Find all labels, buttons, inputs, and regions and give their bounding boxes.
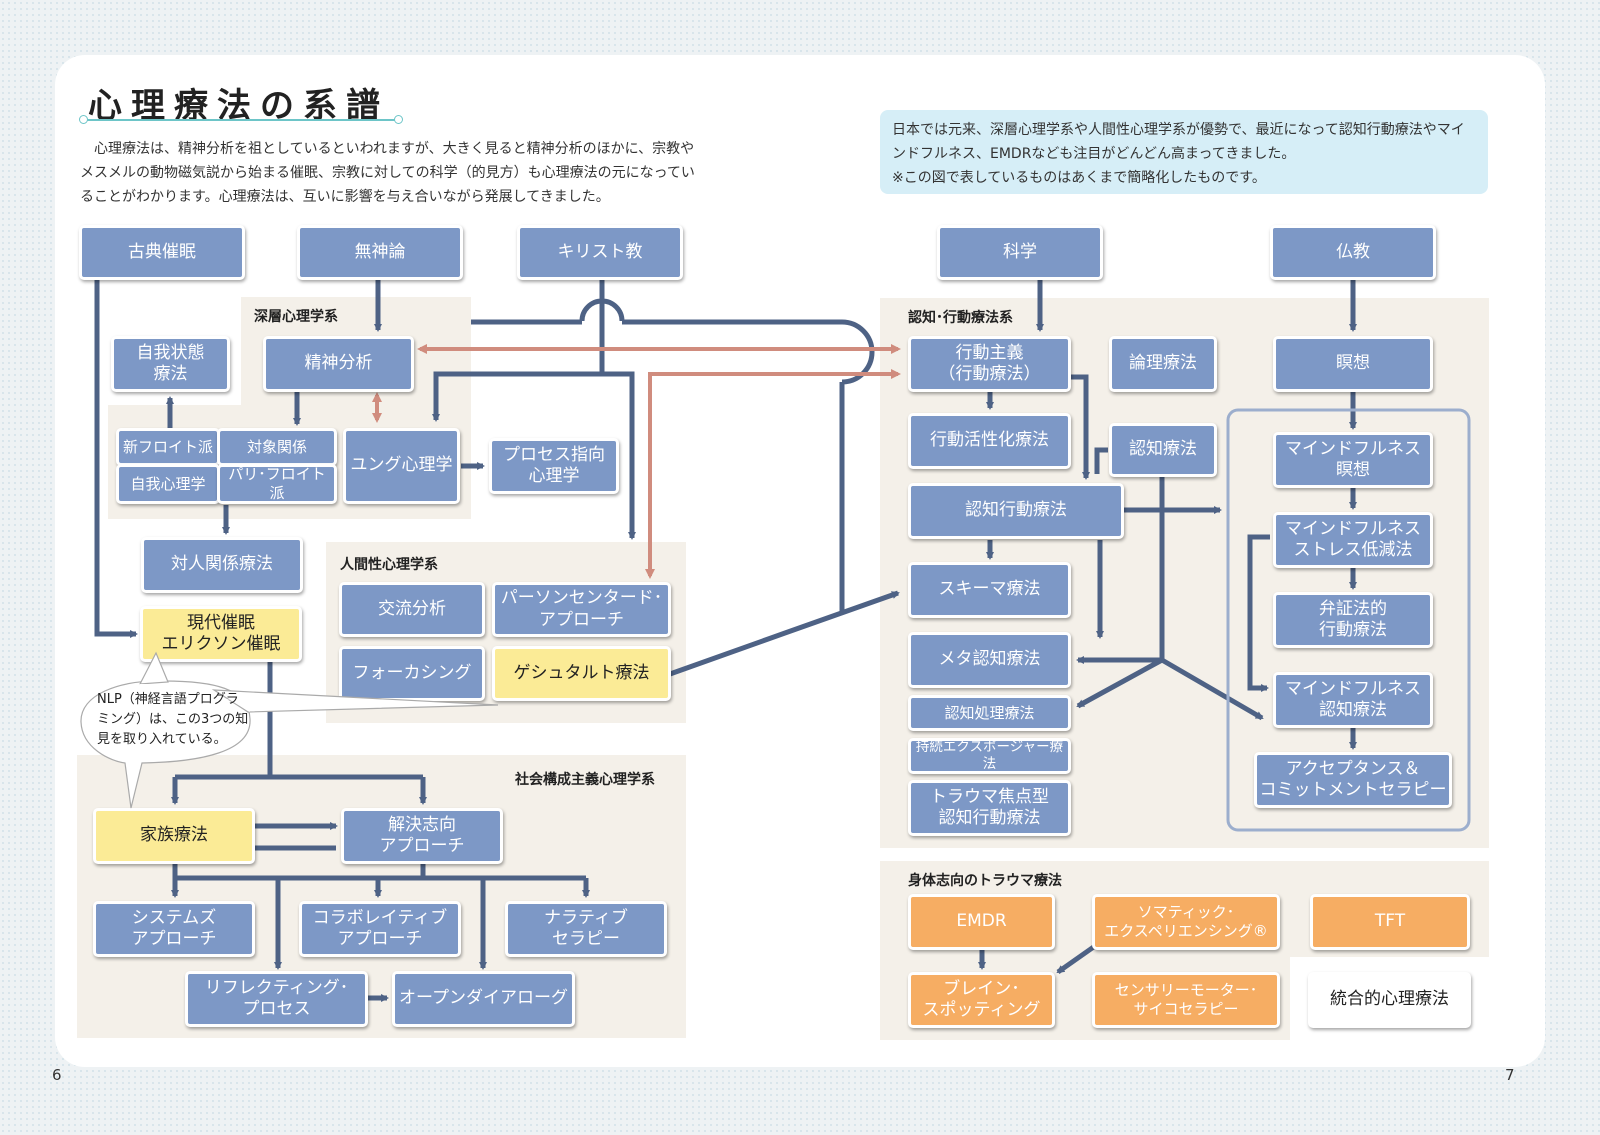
box-shin-freud: 新フロイト派 (116, 428, 220, 466)
region-label-humanistic: 人間性心理学系 (340, 557, 438, 573)
note-box: 日本では元来、深層心理学系や人間性心理学系が優勢で、最近になって認知行動療法やマ… (880, 110, 1488, 194)
box-kodo-kasseika: 行動活性化療法 (908, 413, 1071, 469)
region-label-trauma: 身体志向のトラウマ療法 (908, 873, 1062, 889)
box-koryu: 交流分析 (339, 582, 485, 637)
box-tft: TFT (1310, 894, 1470, 950)
box-collab: コラボレイティブ アプローチ (299, 901, 461, 957)
box-mf-meiso: マインドフルネス 瞑想 (1273, 432, 1433, 488)
edge-se-to-brain (1056, 943, 1097, 975)
box-taijin: 対人関係療法 (141, 537, 303, 593)
nlp-note: NLP（神経言語プログラミング）は、この3つの知見を取り入れている。 (97, 692, 249, 747)
edge-ninchi-to-cpt (1076, 657, 1164, 709)
intro-text: 心理療法は、精神分析を祖としているといわれますが、大きく見ると精神分析のほかに、… (80, 141, 695, 205)
box-se: ソマティック･ エクスペリエンシング® (1092, 894, 1280, 950)
note-line-2: ※この図で表しているものはあくまで簡略化したものです。 (892, 170, 1266, 186)
box-cpt: 認知処理療法 (908, 695, 1071, 731)
box-kodo-shugi: 行動主義 （行動療法） (908, 336, 1071, 392)
box-process: プロセス指向 心理学 (489, 438, 619, 494)
page-number-right: 7 (1505, 1066, 1515, 1084)
region-label-social: 社会構成主義心理学系 (515, 772, 655, 788)
box-kagaku: 科学 (937, 225, 1103, 280)
box-meta: メタ認知療法 (908, 632, 1071, 688)
box-reflecting: リフレクティング･ プロセス (185, 971, 368, 1027)
edge-salmon-person-kodo (645, 369, 901, 579)
edge-ninchi-to-mbct (1160, 657, 1264, 721)
box-mbsr: マインドフルネス ストレス低減法 (1273, 512, 1433, 568)
box-christ: キリスト教 (517, 225, 683, 280)
box-pe: 持続エクスポージャー療法 (908, 738, 1071, 774)
box-mbct: マインドフルネス 認知療法 (1273, 672, 1433, 728)
box-schema: スキーマ療法 (908, 562, 1071, 618)
box-systems: システムズ アプローチ (93, 901, 255, 957)
title-underline (82, 119, 398, 121)
box-gendai-saimin: 現代催眠 エリクソン催眠 (140, 606, 302, 662)
box-taisho-kankei: 対象関係 (217, 428, 337, 466)
box-emdr: EMDR (908, 894, 1055, 950)
box-gestalt: ゲシュタルト療法 (492, 646, 671, 701)
box-brainspotting: ブレイン･ スポッティング (908, 972, 1055, 1028)
box-opendialogue: オープンダイアローグ (392, 971, 575, 1027)
region-label-cbt: 認知･行動療法系 (908, 310, 1013, 326)
edge-kodo-to-cbt (1071, 374, 1090, 480)
box-ronri: 論理療法 (1109, 336, 1217, 392)
box-mushinron: 無神論 (297, 225, 463, 280)
box-bukkyo: 仏教 (1270, 225, 1436, 280)
box-meiso: 瞑想 (1273, 336, 1433, 392)
box-kazoku: 家族療法 (93, 808, 255, 864)
box-jiga-shinri: 自我心理学 (116, 464, 220, 504)
box-cbt: 認知行動療法 (908, 483, 1124, 539)
box-narrative: ナラティブ セラピー (505, 901, 667, 957)
region-label-depth: 深層心理学系 (254, 309, 338, 325)
box-kaiketsu: 解決志向 アプローチ (341, 808, 503, 864)
box-seishin-bunseki: 精神分析 (263, 336, 414, 392)
box-dbt: 弁証法的 行動療法 (1273, 592, 1433, 648)
page-number-left: 6 (52, 1066, 62, 1084)
edge-koten-to-gendai (94, 280, 138, 638)
edge-gestalt-to-schema (669, 590, 900, 677)
box-koten-saimin: 古典催眠 (79, 225, 245, 280)
box-togo: 統合的心理療法 (1308, 972, 1471, 1028)
box-person: パーソンセンタード･ アプローチ (492, 582, 671, 637)
title-underline-dot-right (394, 115, 403, 124)
edge-christ-to-person (602, 371, 636, 540)
mindfulness-group-outline (1226, 408, 1471, 832)
box-tf-cbt: トラウマ焦点型 認知行動療法 (908, 780, 1071, 836)
box-focusing: フォーカシング (339, 646, 485, 701)
box-ninchi: 認知療法 (1109, 423, 1217, 477)
note-line-1: 日本では元来、深層心理学系や人間性心理学系が優勢で、最近になって認知行動療法やマ… (892, 122, 1465, 162)
box-sensorimotor: センサリーモーター･ サイコセラピー (1092, 972, 1280, 1028)
box-jiga-jotai: 自我状態 療法 (111, 336, 230, 392)
edge-mbsr-to-mbct (1247, 534, 1270, 692)
box-act: アクセプタンス＆ コミットメントセラピー (1254, 752, 1452, 808)
edge-christ-to-jung (432, 371, 602, 422)
edge-ninchi-to-junction (1094, 447, 1108, 474)
title-underline-dot-left (79, 115, 88, 124)
box-jung: ユング心理学 (343, 428, 460, 504)
box-pari-freud: パリ･フロイト派 (217, 464, 337, 504)
